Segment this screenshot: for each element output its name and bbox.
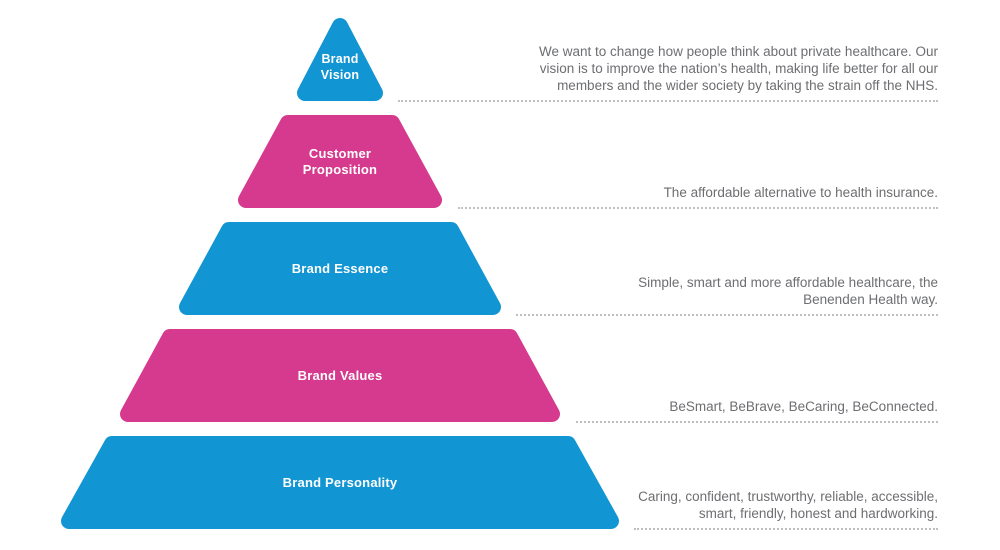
tier-description-customer-proposition: The affordable alternative to health ins… (663, 185, 938, 200)
tier-description-brand-personality: Caring, confident, trustworthy, reliable… (638, 489, 938, 521)
tier-shape-brand-values (120, 329, 560, 422)
leader-line-brand-values (576, 421, 938, 423)
leader-line-customer-proposition (458, 207, 938, 209)
tier-shape-brand-essence (179, 222, 501, 315)
leader-line-brand-essence (516, 314, 938, 316)
tier-description-brand-essence: Simple, smart and more affordable health… (638, 275, 938, 307)
tier-description-brand-values: BeSmart, BeBrave, BeCaring, BeConnected. (669, 399, 938, 414)
leader-line-brand-vision (398, 100, 938, 102)
leader-line-brand-personality (634, 528, 938, 530)
tier-description-brand-vision: We want to change how people think about… (538, 44, 938, 93)
tier-shape-customer-proposition (238, 115, 442, 208)
tier-shape-brand-vision (297, 18, 383, 101)
tier-shape-brand-personality (61, 436, 619, 529)
